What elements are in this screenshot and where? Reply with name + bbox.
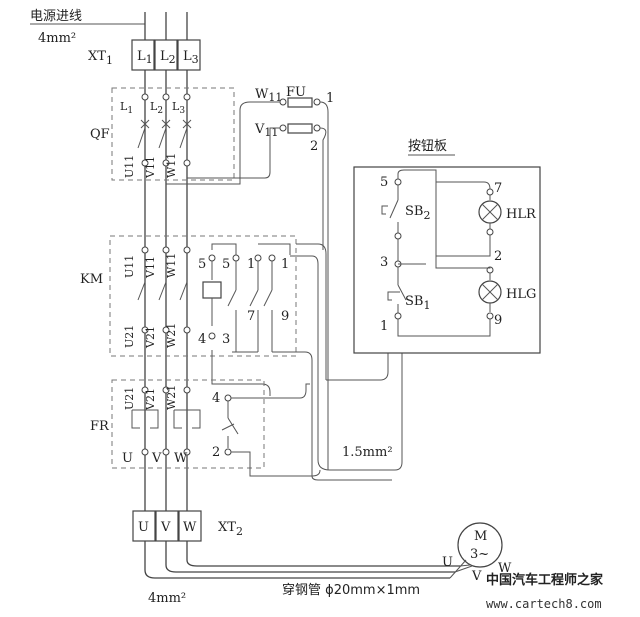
fr-label: FR xyxy=(90,419,110,434)
km-aux-7: 7 xyxy=(247,309,255,324)
motor-leads xyxy=(449,559,473,579)
xt1-l2: L2 xyxy=(160,49,176,66)
motor-m: M xyxy=(474,529,487,544)
button-board-enclosure xyxy=(353,166,541,354)
km-aux-9: 9 xyxy=(281,309,289,324)
km-aux-3: 3 xyxy=(222,332,230,347)
xt1-l3: L3 xyxy=(183,49,199,66)
km-u11: U11 xyxy=(123,255,136,278)
km-aux-contacts xyxy=(211,243,291,353)
watermark-url: www.cartech8.com xyxy=(486,597,602,611)
xt2-u: U xyxy=(138,520,149,535)
fr-u: U xyxy=(122,451,133,466)
bb-1: 1 xyxy=(380,319,388,334)
fr-w21: W21 xyxy=(165,385,178,410)
km-u21: U21 xyxy=(123,325,136,348)
qf-w11: W11 xyxy=(165,153,178,178)
conduit-spec: 穿钢管 ϕ20mm×1mm xyxy=(282,582,420,598)
bb-2: 2 xyxy=(494,249,502,264)
km-label: KM xyxy=(80,272,103,287)
qf-terminals-bottom xyxy=(141,159,191,167)
phase-conductors xyxy=(144,12,460,579)
motor-u: U xyxy=(442,555,453,570)
fu-v11-label: V11 xyxy=(254,122,278,139)
watermark: 中国汽车工程师之家 www.cartech8.com xyxy=(486,572,604,611)
fr-heater-elements xyxy=(131,409,201,429)
fu-label: FU xyxy=(286,85,306,100)
bb-9: 9 xyxy=(494,313,502,328)
hlr-lamp xyxy=(478,188,502,236)
fr-v: V xyxy=(151,451,162,466)
bb-5: 5 xyxy=(380,175,388,190)
button-board-wiring xyxy=(397,169,491,337)
km-main-terminals-bottom xyxy=(141,326,191,334)
fr-nc-contact xyxy=(221,383,321,477)
km-aux-1a: 1 xyxy=(247,257,255,272)
supply-size: 4mm² xyxy=(38,31,76,46)
qf-l1: L1 xyxy=(120,100,133,116)
qf-label: QF xyxy=(90,127,110,142)
km-w21: W21 xyxy=(165,323,178,348)
hlg-label: HLG xyxy=(506,287,536,302)
fuse-wiring xyxy=(166,101,329,470)
km-coil-5: 5 xyxy=(198,257,206,272)
km-enclosure xyxy=(109,235,297,357)
km-v21: V21 xyxy=(144,326,157,349)
motor-symbol xyxy=(457,522,503,568)
motor-w: W xyxy=(498,561,512,576)
sb1-button xyxy=(387,260,407,320)
fr-4: 4 xyxy=(212,391,220,406)
km-w11: W11 xyxy=(165,253,178,278)
qf-switch-contacts xyxy=(137,119,192,149)
xt1-terminal-block xyxy=(131,39,201,71)
motor-v: V xyxy=(471,569,482,584)
supply-title: 电源进线 xyxy=(30,9,82,24)
xt2-w: W xyxy=(183,520,197,535)
km-main-terminals-top xyxy=(141,246,191,254)
qf-l2: L2 xyxy=(150,100,163,116)
xt2-label: XT2 xyxy=(218,520,243,538)
km-coil xyxy=(202,254,222,340)
sb1-label: SB1 xyxy=(405,294,430,312)
bb-3: 3 xyxy=(380,255,388,270)
fu-w11-label: W11 xyxy=(255,87,282,104)
fr-2: 2 xyxy=(212,445,220,460)
qf-u11: U11 xyxy=(123,155,136,178)
km-aux-1b: 1 xyxy=(281,257,289,272)
hlg-lamp xyxy=(478,266,502,320)
fu-out-1: 1 xyxy=(326,91,334,106)
xt1-label: XT1 xyxy=(88,49,113,67)
bottom-size: 4mm² xyxy=(148,591,186,606)
fr-u21: U21 xyxy=(123,387,136,410)
fr-v21: V21 xyxy=(144,388,157,411)
fuse-elements xyxy=(279,97,321,134)
motor-3phase: 3~ xyxy=(470,547,489,562)
sb2-button xyxy=(381,178,402,240)
km-aux-5: 5 xyxy=(222,257,230,272)
bb-7: 7 xyxy=(494,181,502,196)
fu-out-2: 2 xyxy=(310,139,318,154)
button-board-title: 按钮板 xyxy=(408,139,447,154)
watermark-cn: 中国汽车工程师之家 xyxy=(486,572,604,588)
km-coil-4: 4 xyxy=(198,332,206,347)
km-v11: V11 xyxy=(144,256,157,279)
fr-terminals-bottom xyxy=(141,448,191,456)
qf-v11: V11 xyxy=(144,156,157,179)
qf-l3: L3 xyxy=(172,100,185,116)
cable-to-button-board xyxy=(311,340,403,481)
qf-terminals-top xyxy=(141,93,191,101)
xt2-terminal-block xyxy=(132,510,202,542)
xt1-l1: L1 xyxy=(137,49,153,66)
fr-enclosure xyxy=(111,379,265,469)
cable-size: 1.5mm² xyxy=(342,445,393,460)
fr-terminals-top xyxy=(141,386,191,394)
xt2-v: V xyxy=(160,520,171,535)
km-main-contacts xyxy=(137,281,188,301)
hlr-label: HLR xyxy=(506,207,537,222)
qf-enclosure xyxy=(111,87,235,181)
sb2-label: SB2 xyxy=(405,204,430,222)
fr-w: W xyxy=(174,451,188,466)
control-wiring xyxy=(211,243,389,471)
